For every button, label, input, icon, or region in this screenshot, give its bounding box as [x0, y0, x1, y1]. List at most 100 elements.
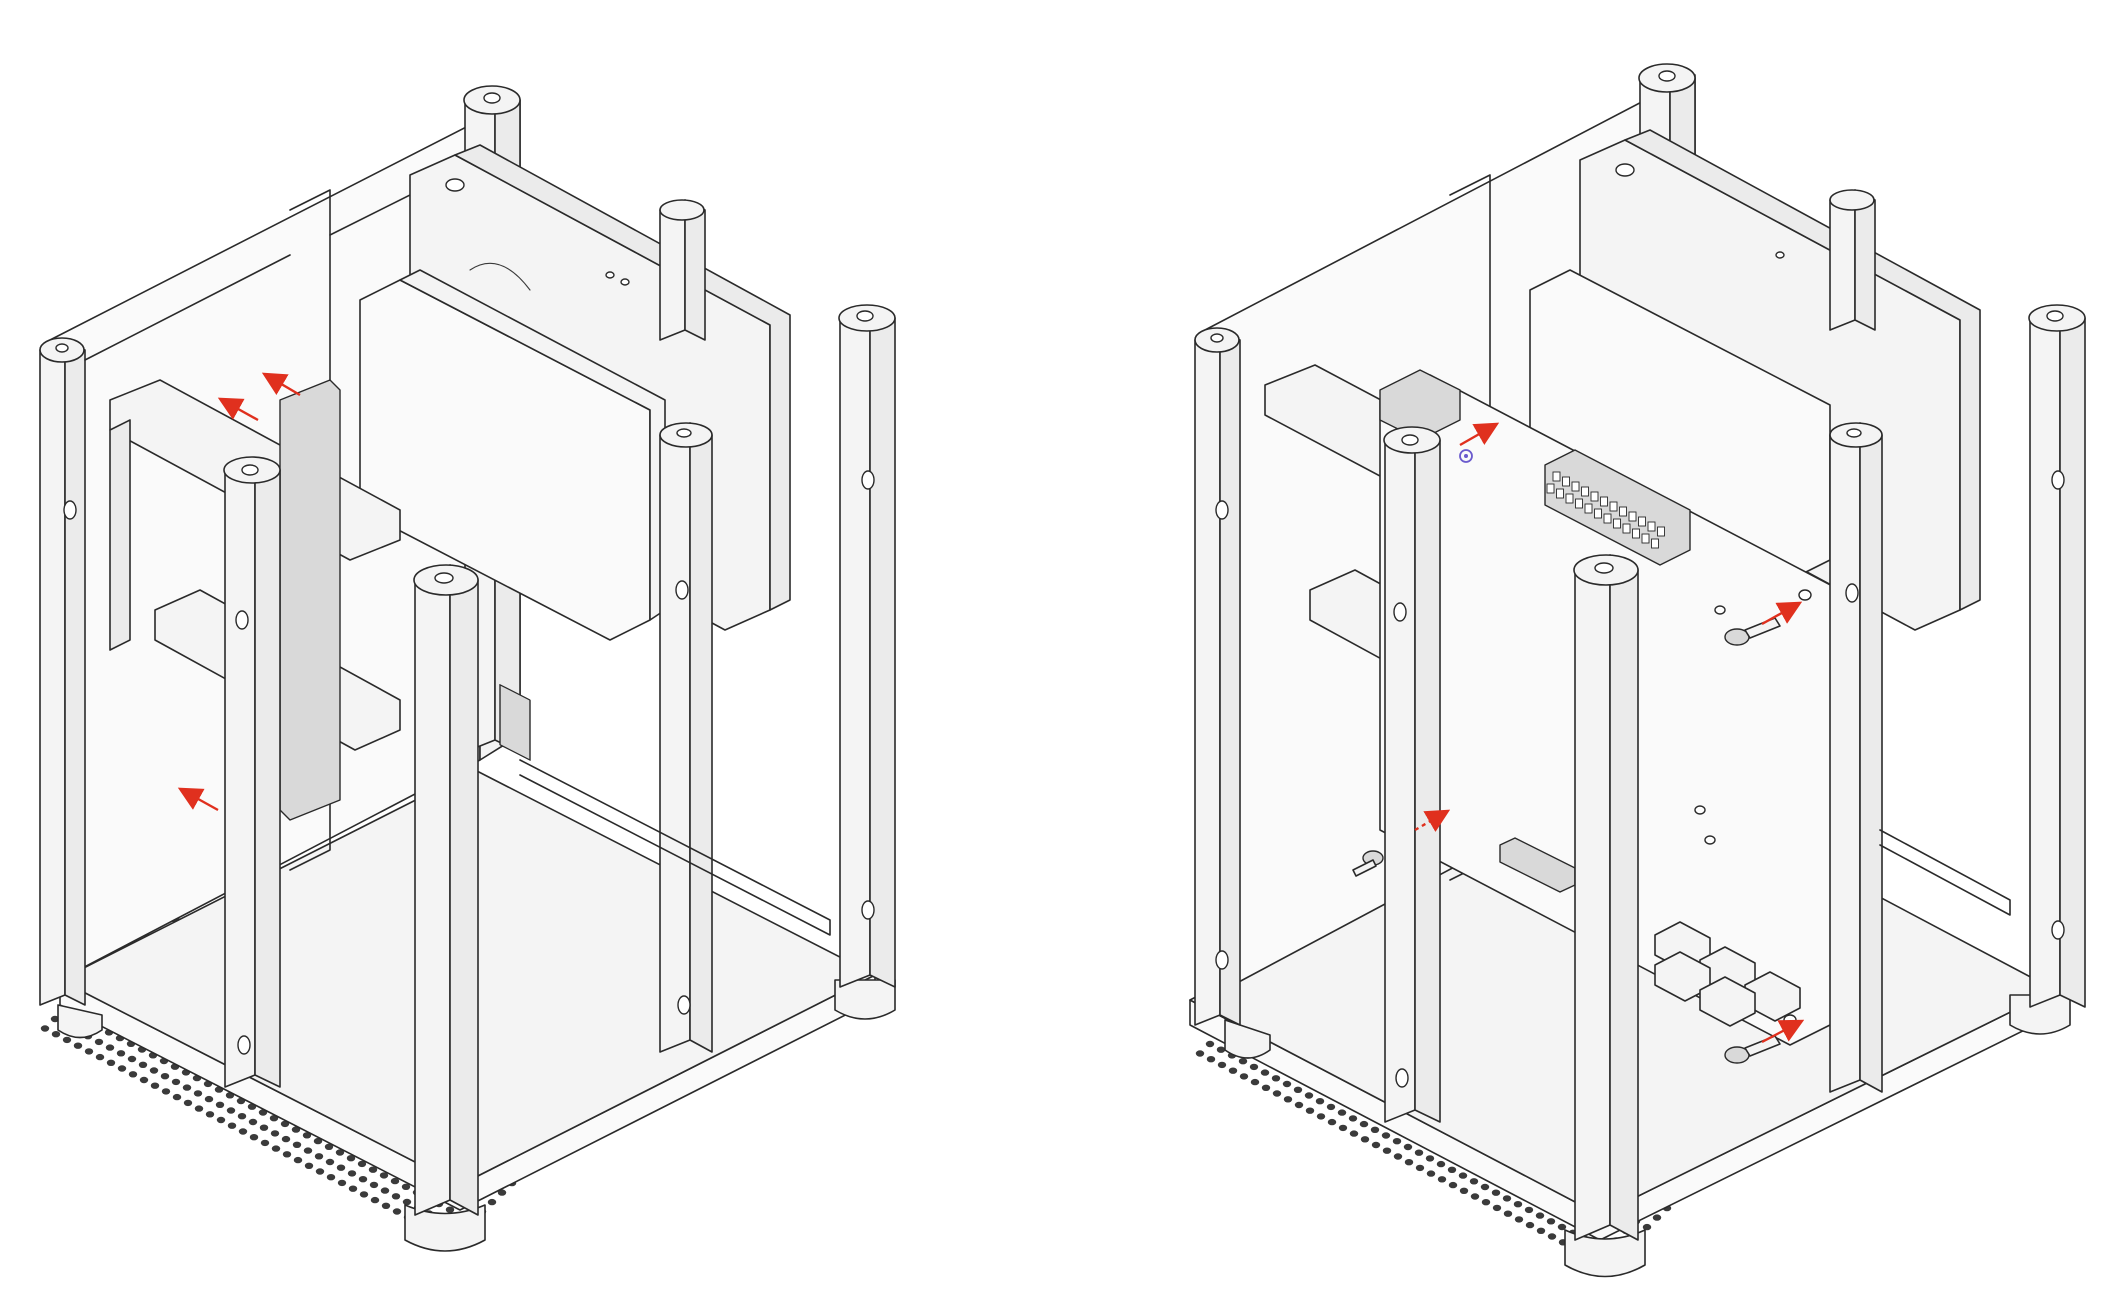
mesh-hole [347, 1170, 357, 1177]
right-case-view [1189, 63, 2086, 1278]
mesh-hole [106, 1059, 116, 1067]
mesh-hole [1315, 1098, 1325, 1105]
mesh-hole [1228, 1067, 1238, 1074]
mesh-hole [227, 1122, 237, 1129]
right-standoff-marker [1459, 449, 1473, 463]
mesh-hole [94, 1038, 104, 1046]
mesh-hole [335, 1149, 345, 1156]
mesh-hole [1249, 1063, 1259, 1071]
mesh-hole [315, 1168, 325, 1175]
mesh-hole [304, 1162, 314, 1170]
mesh-hole [116, 1050, 126, 1057]
mesh-hole [1415, 1164, 1425, 1172]
mesh-hole [205, 1111, 215, 1118]
mesh-hole [1216, 1046, 1226, 1053]
mesh-hole [1480, 1183, 1490, 1191]
mesh-hole [346, 1155, 356, 1162]
atx-pin [1638, 516, 1646, 527]
mesh-hole [1217, 1061, 1227, 1069]
mesh-hole [171, 1078, 181, 1086]
mesh-hole [391, 1193, 401, 1200]
mesh-hole [369, 1181, 379, 1189]
mesh-hole [270, 1130, 280, 1137]
mesh-hole [1348, 1115, 1358, 1122]
mesh-hole [1414, 1149, 1424, 1156]
mesh-hole [183, 1099, 193, 1107]
mesh-hole [1239, 1073, 1249, 1080]
mesh-hole [1448, 1181, 1458, 1189]
mesh-hole [172, 1093, 182, 1101]
mesh-hole [293, 1156, 303, 1164]
mesh-hole [127, 1055, 137, 1063]
mesh-hole [1525, 1221, 1535, 1229]
mesh-hole [336, 1164, 346, 1171]
mesh-hole [1425, 1155, 1435, 1162]
mesh-hole [40, 1025, 50, 1032]
left-post-inner-front [659, 422, 713, 1053]
left-case-view [39, 85, 896, 1252]
atx-pin [1613, 518, 1621, 529]
atx-pin [1657, 526, 1665, 537]
mesh-hole [95, 1053, 105, 1061]
mesh-hole [1261, 1084, 1271, 1092]
mesh-hole [282, 1151, 292, 1158]
mesh-hole [381, 1202, 391, 1210]
mesh-hole [1283, 1096, 1293, 1103]
atx-pin [1584, 503, 1593, 514]
atx-pin [1565, 493, 1574, 504]
mesh-hole [271, 1145, 281, 1152]
mesh-hole [1652, 1214, 1662, 1221]
mesh-hole [1426, 1170, 1436, 1177]
left-post-right [838, 304, 896, 988]
mesh-hole [1404, 1159, 1414, 1166]
mesh-hole [51, 1031, 61, 1038]
mesh-hole [1250, 1078, 1260, 1086]
mesh-hole [128, 1071, 138, 1078]
mesh-hole [1546, 1218, 1556, 1225]
mesh-hole [390, 1177, 400, 1185]
atx-pin [1619, 506, 1627, 517]
mesh-hole [1381, 1132, 1391, 1139]
mesh-hole [392, 1208, 402, 1215]
mesh-hole [1282, 1080, 1292, 1088]
mesh-hole [325, 1158, 335, 1166]
mesh-hole [160, 1073, 170, 1080]
mesh-hole [1272, 1090, 1282, 1097]
mesh-hole [368, 1166, 378, 1173]
mesh-hole [291, 1126, 301, 1133]
mesh-hole [1338, 1124, 1348, 1132]
atx-pin [1600, 496, 1608, 507]
mesh-hole [1370, 1126, 1380, 1134]
mesh-hole [313, 1137, 323, 1145]
mesh-hole [1514, 1216, 1524, 1223]
mesh-hole [1205, 1040, 1215, 1048]
mesh-hole [1481, 1199, 1491, 1206]
mesh-hole [105, 1044, 115, 1051]
mesh-hole [215, 1101, 225, 1109]
left-arrows [177, 372, 301, 812]
mesh-hole [380, 1187, 390, 1194]
mesh-hole [237, 1113, 247, 1120]
mesh-hole [1316, 1113, 1326, 1120]
mesh-hole [280, 1120, 290, 1128]
mesh-hole [1437, 1176, 1447, 1183]
left-post-rear-short [659, 199, 706, 341]
right-screws [1352, 617, 1781, 1064]
mesh-hole [314, 1153, 324, 1160]
mesh-hole [1470, 1193, 1480, 1200]
mesh-hole [150, 1082, 160, 1089]
mesh-hole [1403, 1143, 1413, 1151]
right-floor-rail [1879, 829, 2011, 916]
atx-pin [1546, 483, 1555, 494]
mesh-hole [1271, 1075, 1281, 1082]
mesh-hole [1260, 1069, 1270, 1076]
mesh-hole [194, 1105, 204, 1112]
right-post-rear-short [1829, 189, 1876, 331]
atx-pin [1581, 486, 1589, 497]
atx-pin [1571, 481, 1580, 492]
mesh-hole [193, 1090, 203, 1097]
atx-pin [1562, 476, 1570, 487]
left-post-front-center [413, 564, 479, 1216]
